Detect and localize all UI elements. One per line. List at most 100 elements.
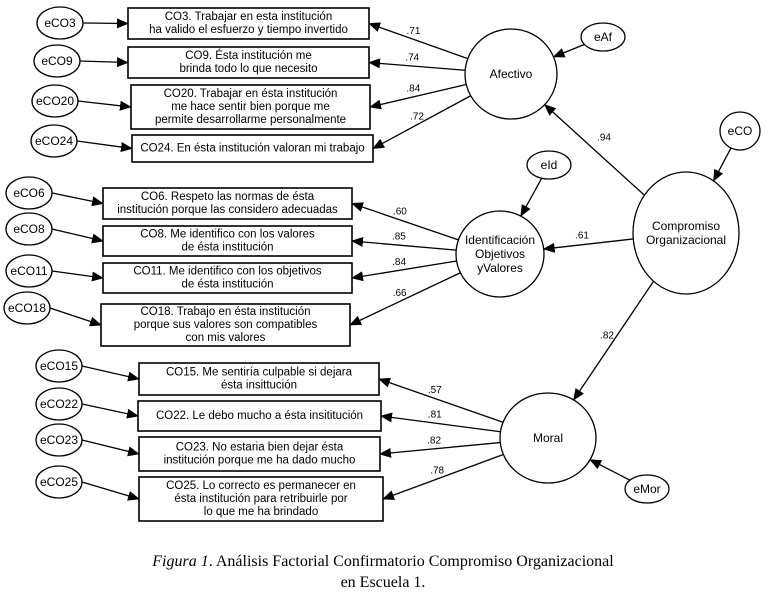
- item-error-CO15: [35, 349, 83, 383]
- item-text-CO20-line: me hace sentir bien porque me: [171, 101, 330, 113]
- item-error-CO18: [3, 291, 51, 325]
- error-path-CO25: [81, 481, 140, 501]
- latent-compromiso: [632, 171, 740, 295]
- loading-value-CO15: .57: [428, 385, 442, 396]
- item-error-CO24: [30, 124, 78, 158]
- latent-label-identificacion-line: Identificación: [465, 233, 535, 247]
- item-text-CO25-line: ésta institución para retribuirle por: [174, 493, 347, 505]
- latent-label-identificacion-line: Objetivos: [475, 247, 525, 261]
- loading-path-CO9: [368, 58, 466, 71]
- item-box-CO20: [130, 84, 371, 130]
- item-text-CO6-line: CO6. Respeto las normas de ésta: [141, 191, 315, 203]
- latent-label-compromiso-line: Compromiso: [652, 219, 720, 233]
- second-order-loading-moral: .82: [600, 331, 614, 342]
- error-arrow-compromiso: [713, 147, 732, 182]
- item-box-CO25: [138, 476, 384, 522]
- item-error-CO25: [35, 465, 83, 499]
- item-box-CO8: [102, 225, 353, 257]
- loading-value-CO25: .78: [430, 465, 444, 476]
- item-error-CO22: [35, 387, 83, 421]
- item-error-label-CO11: eCO11: [10, 264, 47, 278]
- loading-path-CO18: [349, 272, 461, 326]
- item-error-label-CO3: eCO3: [44, 16, 76, 30]
- item-text-CO25-line: CO25. Lo correcto es permanecer en: [166, 480, 356, 492]
- error-path-CO11: [51, 270, 104, 282]
- item-error-label-CO15: eCO15: [40, 359, 78, 373]
- nodes-layer: [3, 6, 761, 522]
- error-arrow-moral: [589, 459, 631, 481]
- loading-value-CO9: .74: [405, 53, 419, 64]
- item-error-label-CO8: eCO8: [13, 222, 45, 236]
- loading-path-CO25: [382, 453, 504, 500]
- item-box-CO6: [102, 187, 353, 220]
- loading-path-CO20: [369, 83, 467, 110]
- error-path-CO8: [51, 228, 104, 244]
- item-error-label-CO23: eCO23: [40, 433, 78, 447]
- factor-error-label-afectivo: eAf: [594, 30, 613, 44]
- loading-path-CO3: [368, 22, 468, 60]
- factor-error-moral: [624, 474, 670, 504]
- item-error-label-CO6: eCO6: [13, 186, 45, 200]
- item-box-CO3: [127, 7, 370, 40]
- loading-path-CO24: [372, 95, 472, 150]
- latent-label-moral-line: Moral: [533, 431, 563, 445]
- item-text-CO23-line: CO23. No estaria bien dejar ésta: [176, 442, 344, 454]
- item-box-CO24: [131, 134, 374, 163]
- item-error-label-CO24: eCO24: [35, 134, 73, 148]
- error-path-CO15: [81, 365, 140, 382]
- loading-path-CO15: [378, 377, 504, 423]
- item-box-CO18: [100, 303, 351, 347]
- item-box-CO22: [137, 400, 382, 432]
- caption-line-2: en Escuela 1.: [340, 574, 426, 591]
- error-path-CO9: [79, 57, 129, 68]
- figure-caption: Figura 1. Análisis Factorial Confirmator…: [0, 551, 766, 593]
- error-path-CO22: [81, 403, 139, 419]
- loading-path-CO11: [351, 260, 457, 282]
- loading-value-CO6: .60: [393, 206, 407, 217]
- loading-value-CO3: .71: [406, 26, 420, 37]
- item-error-CO11: [5, 254, 53, 288]
- error-path-CO18: [49, 307, 102, 327]
- item-text-CO3-line: CO3. Trabajar en esta institución: [165, 11, 332, 23]
- latent-label-identificacion-line: yValores: [477, 261, 523, 275]
- loading-path-CO6: [351, 202, 459, 241]
- item-text-CO18-line: CO18. Trabajo en ésta institución: [140, 306, 310, 318]
- latent-identificacion: [455, 210, 545, 298]
- item-error-CO23: [35, 423, 83, 457]
- loading-value-CO20: .84: [406, 83, 420, 94]
- edges-layer: [49, 18, 732, 501]
- item-error-label-CO9: eCO9: [41, 54, 73, 68]
- item-text-CO6-line: institución porque las considero adecuad…: [117, 204, 338, 216]
- second-order-loading-afectivo: .94: [597, 133, 611, 144]
- item-text-CO9-line: brinda todo lo que necesito: [179, 63, 317, 75]
- item-text-CO18-line: con mis valores: [186, 332, 266, 344]
- loading-value-CO18: .66: [393, 288, 407, 299]
- item-text-CO3-line: ha valido el esfuerzo y tiempo invertido: [149, 24, 348, 36]
- item-text-CO15-line: CO15. Me sentiría culpable si dejara: [166, 367, 353, 379]
- item-text-CO25-line: lo que me ha brindado: [204, 506, 318, 518]
- loading-value-CO8: .85: [392, 232, 406, 243]
- factor-error-compromiso: [719, 111, 761, 151]
- factor-error-label-compromiso: eCO: [728, 124, 753, 138]
- error-path-CO24: [76, 140, 133, 152]
- latent-afectivo: [464, 28, 558, 120]
- item-text-CO20-line: permite desarrollarme personalmente: [155, 114, 346, 126]
- item-text-CO22-line: CO22. Le debo mucho a ésta insititución: [156, 410, 363, 422]
- item-text-CO8-line: CO8. Me identifico con los valores: [140, 229, 315, 241]
- item-text-CO24-line: CO24. En ésta institución valoran mi tra…: [140, 143, 364, 155]
- item-error-CO9: [33, 44, 81, 78]
- item-error-CO3: [36, 6, 84, 40]
- loading-path-CO22: [380, 412, 501, 433]
- second-order-path-afectivo: [543, 103, 645, 196]
- error-path-CO23: [81, 439, 140, 457]
- loading-path-CO23: [379, 441, 501, 458]
- item-error-CO8: [5, 212, 53, 246]
- item-box-CO11: [102, 262, 353, 294]
- factor-error-label-moral: eMor: [633, 482, 660, 496]
- error-path-CO6: [51, 192, 104, 207]
- error-path-CO20: [77, 100, 132, 111]
- item-box-CO9: [127, 46, 370, 79]
- item-text-CO23-line: institución porque me ha dado mucho: [164, 455, 356, 467]
- item-error-label-CO20: eCO20: [36, 94, 74, 108]
